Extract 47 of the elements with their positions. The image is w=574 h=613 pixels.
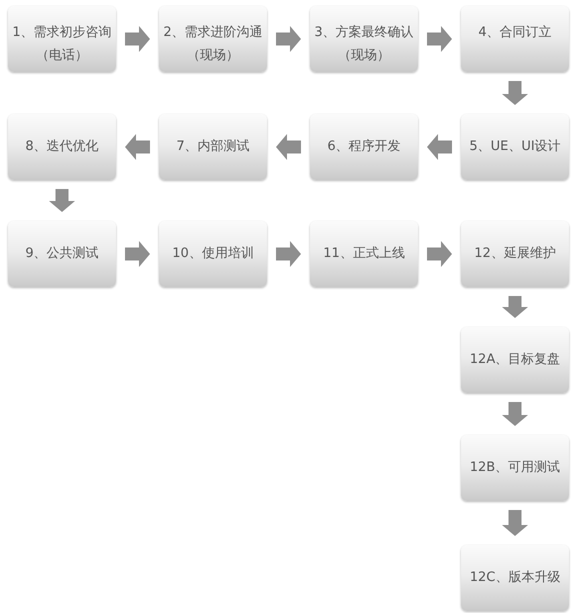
process-box bbox=[159, 114, 267, 180]
process-box bbox=[461, 6, 569, 72]
step-label: 2、需求进阶沟通 bbox=[163, 24, 263, 42]
block-arrow bbox=[502, 510, 528, 536]
process-box bbox=[8, 6, 116, 72]
step-label: 12C、版本升级 bbox=[470, 569, 560, 587]
process-box bbox=[461, 221, 569, 287]
process-box bbox=[310, 221, 418, 287]
block-arrow bbox=[427, 26, 452, 52]
block-arrow bbox=[276, 134, 301, 160]
process-box bbox=[159, 221, 267, 287]
block-arrow bbox=[502, 296, 528, 318]
block-arrow bbox=[125, 134, 150, 160]
step-label: 5、UE、UI设计 bbox=[469, 138, 561, 156]
process-box bbox=[159, 6, 267, 72]
step-label: 12B、可用测试 bbox=[470, 459, 560, 477]
step-label: 12A、目标复盘 bbox=[470, 351, 560, 369]
block-arrow bbox=[502, 81, 528, 105]
process-box bbox=[461, 435, 569, 501]
step-label: 4、合同订立 bbox=[478, 24, 552, 42]
block-arrow bbox=[427, 134, 452, 160]
process-box bbox=[461, 114, 569, 180]
step-note: （现场） bbox=[338, 47, 390, 65]
step-label: 9、公共测试 bbox=[25, 245, 99, 263]
process-box bbox=[310, 114, 418, 180]
block-arrow bbox=[49, 189, 75, 212]
block-arrow bbox=[502, 402, 528, 426]
step-label: 12、延展维护 bbox=[474, 245, 556, 263]
step-label: 6、程序开发 bbox=[327, 138, 401, 156]
block-arrow bbox=[276, 26, 301, 52]
process-box bbox=[8, 221, 116, 287]
step-note: （电话） bbox=[36, 47, 88, 65]
process-box bbox=[461, 327, 569, 393]
process-box bbox=[461, 545, 569, 611]
step-note: （现场） bbox=[187, 47, 239, 65]
process-box bbox=[310, 6, 418, 72]
process-box bbox=[8, 114, 116, 180]
step-label: 10、使用培训 bbox=[172, 245, 254, 263]
step-label: 11、正式上线 bbox=[323, 245, 405, 263]
step-label: 7、内部测试 bbox=[176, 138, 250, 156]
step-label: 8、迭代优化 bbox=[25, 138, 99, 156]
step-label: 1、需求初步咨询 bbox=[12, 24, 112, 42]
block-arrow bbox=[276, 241, 301, 267]
step-label: 3、方案最终确认 bbox=[314, 24, 414, 42]
block-arrow bbox=[427, 241, 452, 267]
block-arrow bbox=[125, 26, 150, 52]
block-arrow bbox=[125, 241, 150, 267]
